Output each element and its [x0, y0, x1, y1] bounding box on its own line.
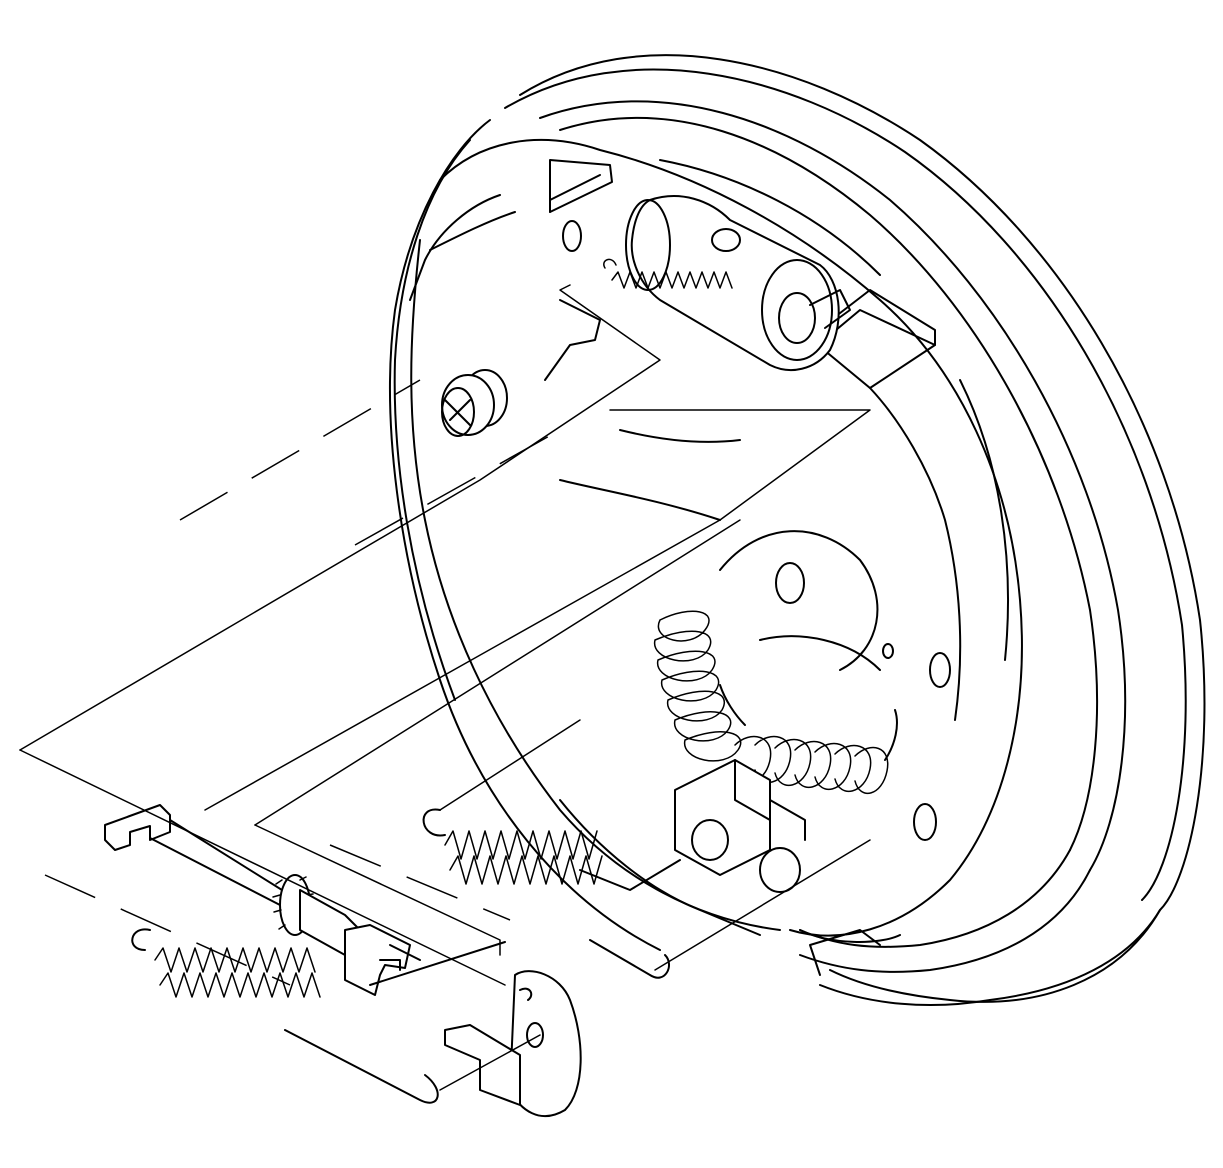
backing-plate — [410, 139, 1023, 937]
brake-shoe-lower — [559, 759, 901, 976]
bolt-hole — [882, 643, 894, 659]
upper-small-spring — [603, 258, 733, 289]
lower-return-spring — [131, 928, 439, 1104]
cylinder-bore — [761, 259, 833, 361]
wheel-cylinder — [625, 195, 851, 371]
brake-shoe-upper — [409, 159, 962, 721]
brake-drum — [389, 54, 1206, 1006]
leader-lines — [19, 284, 871, 1091]
bolt-hole — [562, 220, 582, 252]
cylinder-end-cap — [625, 199, 671, 291]
parking-brake-spring — [654, 610, 898, 795]
bleeder-screw — [711, 228, 741, 252]
hold-down-spring — [441, 369, 508, 437]
bolt-hole — [929, 652, 951, 688]
upper-return-spring — [422, 808, 670, 979]
bolt-hole — [913, 803, 937, 841]
adjuster-assembly — [272, 874, 506, 996]
bolt-hole — [775, 562, 805, 604]
adjuster-pad — [444, 970, 582, 1117]
